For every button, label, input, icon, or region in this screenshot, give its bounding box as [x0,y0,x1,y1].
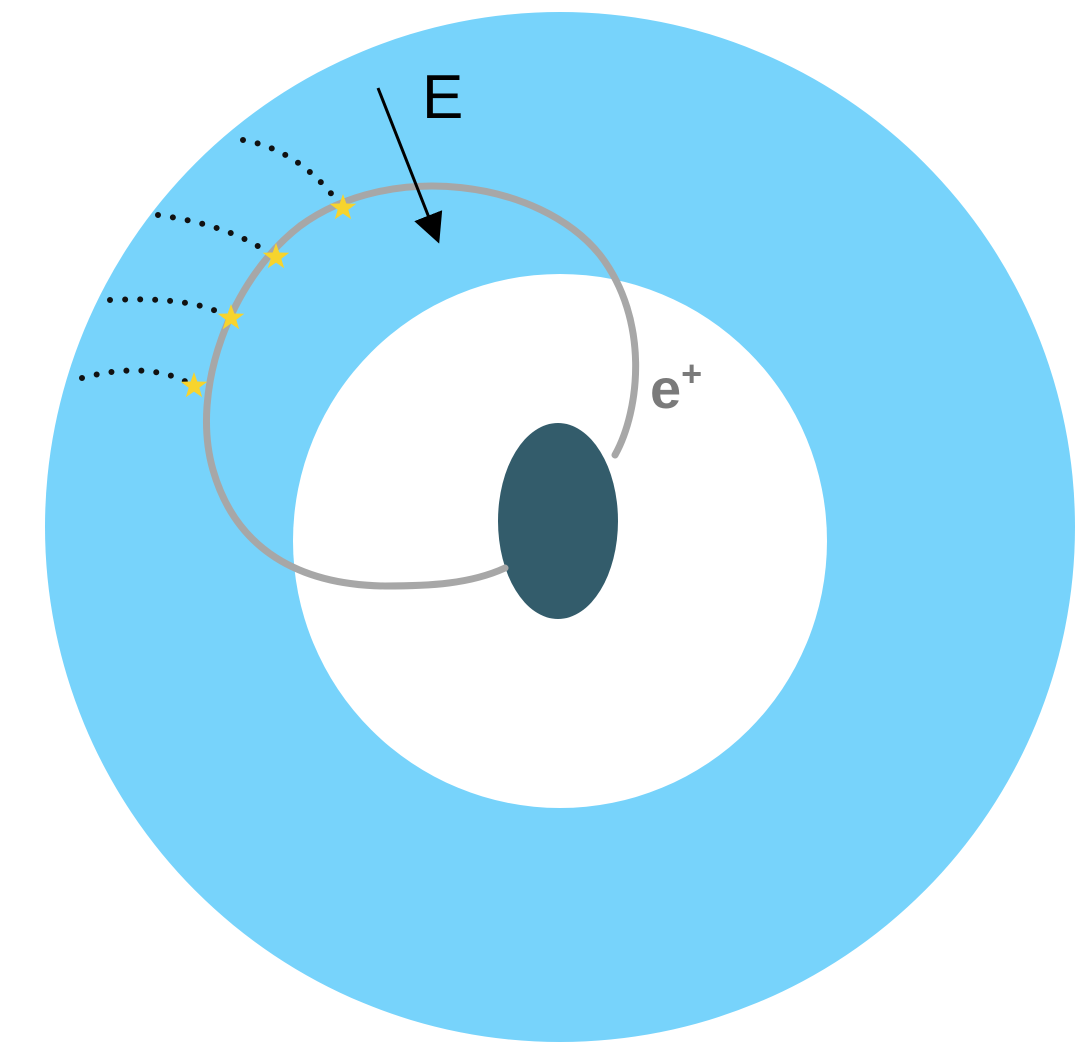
star-icon [217,304,245,330]
particle-charge: + [681,353,702,394]
emission-trail [240,137,343,208]
emission-trail [79,367,195,388]
star-icon [262,243,290,269]
field-label: E [422,63,463,132]
star-icon [329,194,357,220]
particle-orbit [203,182,640,590]
emission-points [180,194,357,398]
emission-trail [107,296,231,320]
emission-trails [79,137,343,388]
central-body [498,423,618,619]
emission-trail [155,212,273,257]
particle-symbol: e [650,357,681,420]
star-icon [180,372,208,398]
field-arrow [376,87,443,244]
particle-label: e+ [650,353,702,420]
